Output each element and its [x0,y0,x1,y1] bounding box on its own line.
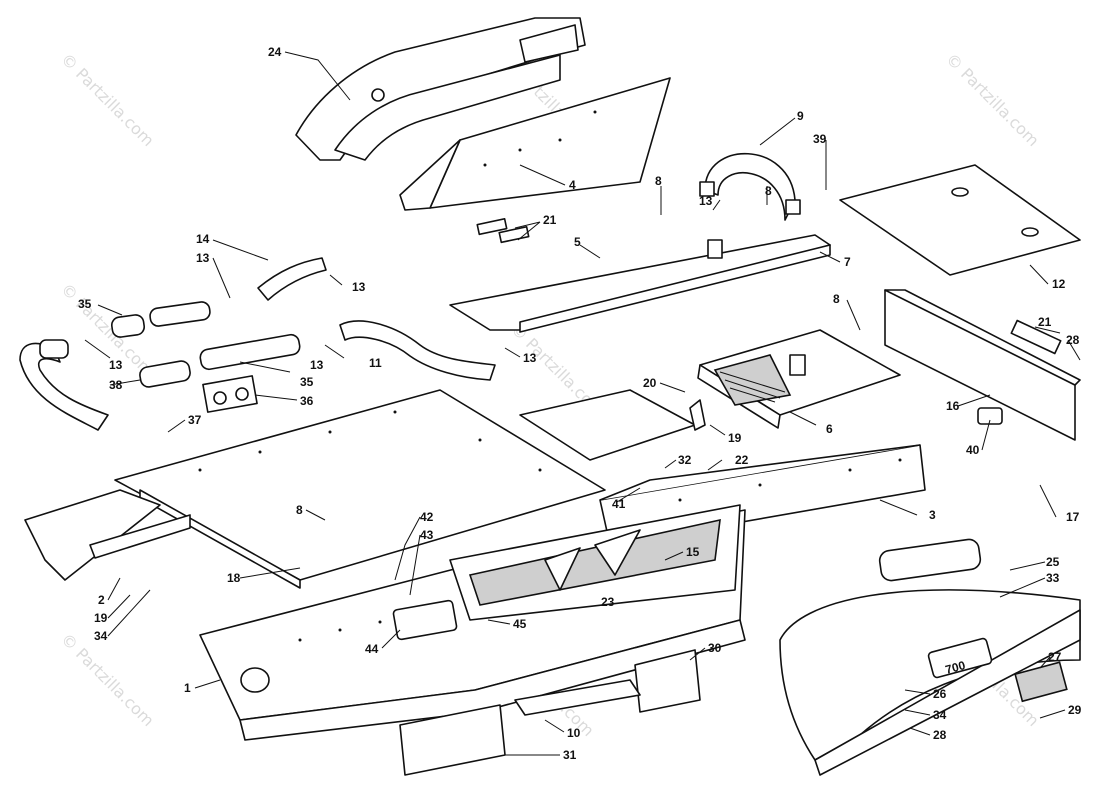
part-25-front-pan: 700 [779,538,1081,776]
callout-24: 24 [268,45,282,59]
callout-8: 8 [655,174,662,188]
callout-26: 26 [933,687,947,701]
callout-2: 2 [98,593,105,607]
callout-42: 42 [420,510,434,524]
callout-35: 35 [300,375,314,389]
callout-19: 19 [728,431,742,445]
callout-3: 3 [929,508,936,522]
callout-28: 28 [1066,333,1080,347]
part-23-decal-panel [449,504,741,621]
callout-43: 43 [420,528,434,542]
callout-11: 11 [369,356,382,370]
callout-34: 34 [94,629,108,643]
callout-45: 45 [513,617,527,631]
part-16-bracket [884,289,1081,441]
callout-35: 35 [78,297,92,311]
callout-38: 38 [109,378,123,392]
part-12-cover [839,164,1081,276]
watermark-text: © Partzilla.com [57,629,158,730]
part-2-rail [24,489,191,581]
callout-27: 27 [1048,650,1062,664]
callout-44: 44 [365,642,379,656]
callout-22: 22 [735,453,749,467]
callout-34: 34 [933,708,947,722]
callout-40: 40 [966,443,980,457]
callout-16: 16 [946,399,960,413]
callout-8: 8 [296,503,303,517]
callout-13: 13 [310,358,324,372]
part-9-handle [699,152,801,221]
callout-28: 28 [933,728,947,742]
callout-29: 29 [1068,703,1082,717]
callout-19: 19 [94,611,108,625]
part-20-plate [519,389,706,461]
callout-23: 23 [601,595,615,609]
part-44-block [392,599,458,641]
lower-brackets [399,649,701,776]
part-5-rail [449,217,831,333]
part-18-floor [114,389,606,589]
callout-18: 18 [227,571,241,585]
part-24-shroud [295,17,586,161]
callout-4: 4 [569,178,576,192]
callout-1: 1 [184,681,191,695]
leader-lines [84,51,1081,756]
callout-12: 12 [1052,277,1066,291]
callout-5: 5 [574,235,581,249]
callout-14: 14 [196,232,210,246]
callout-13: 13 [196,251,210,265]
callout-13: 13 [699,194,713,208]
hoses [19,257,496,431]
callout-30: 30 [708,641,722,655]
callout-7: 7 [844,255,851,269]
callout-37: 37 [188,413,202,427]
callout-33: 33 [1046,571,1060,585]
emblem-text: 700 [944,658,967,677]
part-6-exchanger [697,329,901,429]
callout-32: 32 [678,453,692,467]
callout-41: 41 [612,497,626,511]
callout-31: 31 [563,748,577,762]
callout-39: 39 [813,132,827,146]
callout-labels: 24 4 9 39 8 8 13 21 5 7 12 14 13 13 35 1… [78,45,1082,762]
callout-13: 13 [352,280,366,294]
callout-15: 15 [686,545,700,559]
callout-21: 21 [543,213,557,227]
callout-21: 21 [1038,315,1052,329]
callout-20: 20 [643,376,657,390]
callout-13: 13 [109,358,123,372]
callout-36: 36 [300,394,314,408]
callout-10: 10 [567,726,581,740]
callout-8: 8 [833,292,840,306]
callout-13: 13 [523,351,537,365]
watermark-text: © Partzilla.com [57,49,158,150]
callout-17: 17 [1066,510,1080,524]
callout-6: 6 [826,422,833,436]
callout-9: 9 [797,109,804,123]
callout-25: 25 [1046,555,1060,569]
watermark-text: © Partzilla.com [942,49,1043,150]
callout-8: 8 [765,184,772,198]
part-4-plate [399,77,671,211]
